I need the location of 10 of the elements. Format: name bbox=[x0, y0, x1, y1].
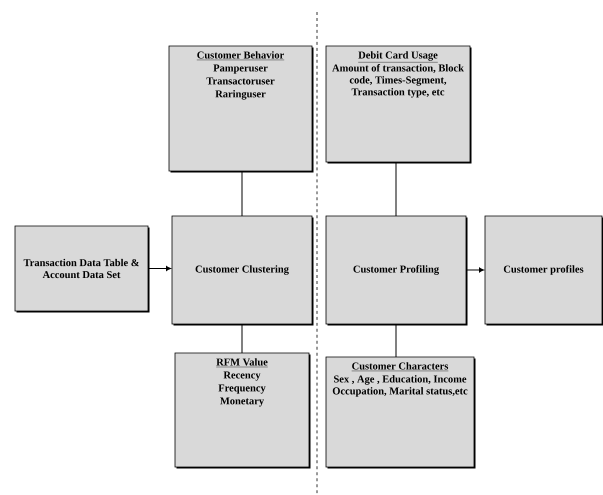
info-box: Customer Behavior Pamperuser Transactoruser Raringuser bbox=[168, 46, 314, 172]
arrow bbox=[466, 268, 484, 272]
process-box: Customer profiles bbox=[484, 216, 603, 326]
arrow bbox=[148, 266, 171, 271]
info-box: Customer Characters Sex , Age , Education, Income Occupation, Marital status,etc bbox=[326, 356, 476, 468]
process-box: Transaction Data Table & Account Data Set bbox=[14, 226, 150, 312]
process-box: Customer Profiling bbox=[326, 216, 468, 326]
info-box: Debit Card Usage Amount of transaction, Block code, Times-Segment, Transaction type, etc bbox=[326, 46, 472, 164]
process-box: Customer Clustering bbox=[172, 216, 314, 326]
info-box: RFM Value Recency Frequency Monetary bbox=[174, 352, 310, 468]
